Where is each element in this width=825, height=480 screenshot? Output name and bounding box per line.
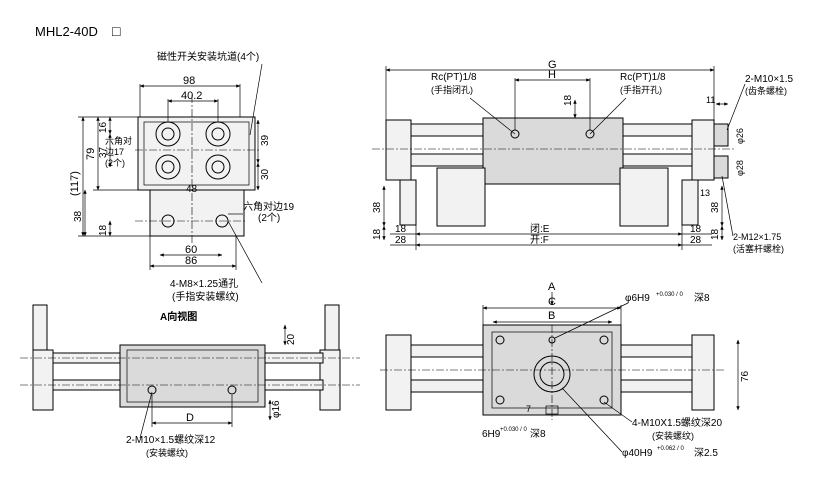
bore-label: φ40H9 — [622, 448, 653, 459]
arrow-A-label: A — [548, 281, 556, 293]
bore-depth: 深2.5 — [694, 447, 718, 459]
bottom-m10-label-2: (安装螺纹) — [652, 430, 694, 441]
slot-tolerance: +0.030 / 0 — [500, 427, 528, 433]
dim-79: 79 — [85, 148, 97, 160]
dim-86: 86 — [185, 255, 197, 267]
dim-38-left: 38 — [372, 201, 383, 213]
rack-bolt — [713, 123, 729, 147]
m10-rack-label-2: (齿条螺栓) — [745, 85, 787, 96]
dim-18-left: 18 — [372, 228, 383, 240]
pin-hole-tolerance: +0.030 / 0 — [656, 292, 684, 298]
dim-D: D — [186, 412, 194, 424]
end-view-finger — [149, 189, 245, 237]
dim-7: 7 — [526, 404, 531, 414]
dim-20: 20 — [286, 333, 297, 345]
rc-close-2: (手指闭孔) — [431, 84, 473, 95]
dim-18-side: 18 — [563, 94, 574, 106]
end-view: 98 40.2 磁性开关安装坑道(4个) (117) 79 16 37 38 1… — [69, 50, 295, 303]
bottom-m10-label-1: 4-M10X1.5螺纹深20 — [632, 416, 722, 429]
pin-hole-depth: 深8 — [694, 292, 710, 304]
model-checkbox: □ — [112, 23, 121, 39]
a-direction-view: A向视图 20 φ16 D 2-M10×1.5螺纹深12 (安装螺纹) — [20, 304, 360, 458]
bore-tolerance: +0.062 / 0 — [657, 446, 685, 452]
dim-phi16: φ16 — [271, 400, 282, 418]
bottom-view: A C B φ6H9 +0.030 / 0 深8 76 7 6H9 — [380, 281, 751, 459]
sensor-groove-note: 磁性开关安装坑道(4个) — [157, 50, 259, 63]
a-view-title: A向视图 — [160, 310, 197, 323]
dim-30: 30 — [260, 168, 271, 180]
model-title: MHL2-40D — [35, 24, 98, 39]
hex17-label-3: (2个) — [105, 158, 125, 168]
dim-98: 98 — [183, 75, 195, 87]
dim-B: B — [548, 310, 555, 322]
dim-28-left: 28 — [395, 235, 407, 246]
dim-E: 闭:E — [530, 222, 550, 235]
dim-18-bottom-right: 18 — [690, 224, 702, 235]
dim-38-right: 38 — [710, 201, 721, 213]
dim-phi28: φ28 — [735, 160, 745, 176]
m12-piston-label-2: (活塞杆螺栓) — [733, 243, 784, 254]
dim-117: (117) — [69, 171, 81, 196]
hex17-label-1: 六角对 — [105, 135, 132, 146]
dim-18-bottom-left: 18 — [395, 224, 407, 235]
rc-open-2: (手指开孔) — [620, 84, 662, 95]
dim-39: 39 — [260, 134, 271, 146]
dim-11: 11 — [706, 95, 715, 105]
a-m10-label-1: 2-M10×1.5螺纹深12 — [126, 433, 216, 446]
dim-16: 16 — [98, 121, 109, 133]
pin-hole-label: φ6H9 — [625, 293, 650, 304]
side-main-body — [482, 117, 624, 185]
m12-piston-label-1: 2-M12×1.75 — [733, 232, 781, 242]
dim-18: 18 — [98, 224, 109, 236]
dim-76: 76 — [740, 370, 751, 382]
side-view: G H Rc(PT)1/8 (手指闭孔) Rc(PT)1/8 (手指开孔) 18… — [372, 59, 794, 254]
m10-rack-label-1: 2-M10×1.5 — [745, 74, 794, 85]
dim-F: 开:F — [530, 235, 549, 246]
dim-phi26: φ26 — [735, 128, 745, 144]
dim-13: 13 — [700, 188, 710, 198]
dim-18-right: 18 — [710, 228, 721, 240]
dim-H: H — [548, 69, 556, 81]
dim-C: C — [548, 296, 556, 308]
thread-label-2: (手指安装螺纹) — [172, 290, 239, 303]
thread-label-1: 4-M8×1.25通孔 — [170, 278, 238, 290]
hex19-label-2: (2个) — [258, 212, 280, 224]
a-m10-label-2: (安装螺纹) — [146, 447, 188, 458]
dim-G: G — [548, 59, 557, 71]
side-right-finger — [691, 119, 715, 181]
piston-bolt — [713, 155, 729, 179]
rc-open-1: Rc(PT)1/8 — [620, 72, 666, 83]
side-left-finger — [385, 119, 412, 181]
a-view-body — [119, 344, 266, 408]
dim-40-2: 40.2 — [181, 90, 202, 102]
hex17-label-2: 边17 — [105, 147, 124, 157]
dim-60: 60 — [185, 244, 197, 256]
slot-width: 6H9 — [482, 429, 501, 440]
dim-38: 38 — [73, 210, 84, 222]
hex19-label-1: 六角对边19 — [243, 200, 295, 213]
dim-48: 48 — [186, 184, 198, 195]
dim-28-right: 28 — [690, 235, 702, 246]
rc-close-1: Rc(PT)1/8 — [431, 72, 477, 83]
end-view-body — [137, 116, 256, 191]
slot-depth: 深8 — [530, 428, 546, 440]
dim-37: 37 — [98, 146, 109, 158]
